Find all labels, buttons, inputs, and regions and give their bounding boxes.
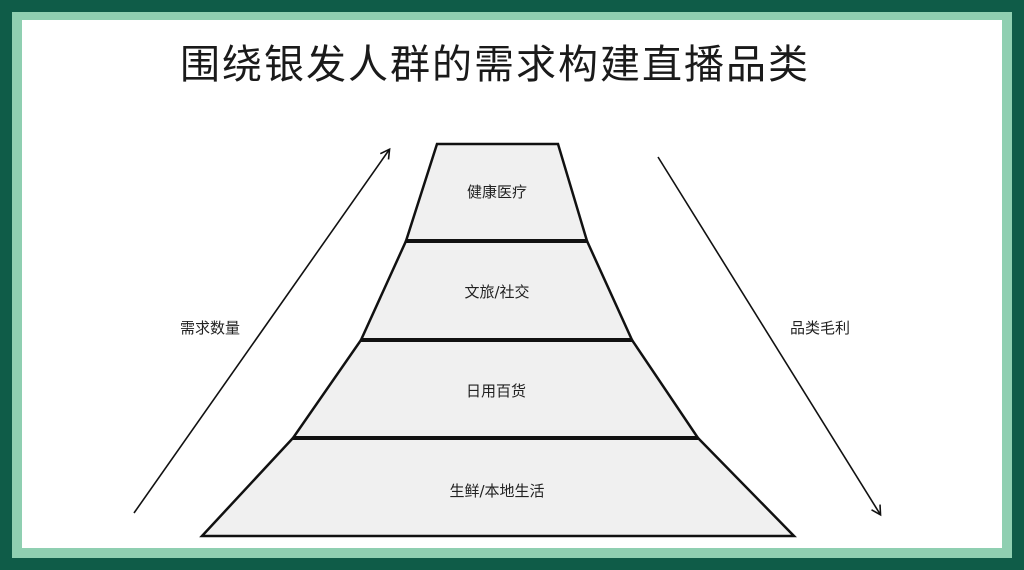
pyramid-label-3: 日用百货 [466,382,526,400]
right-arrow-down-icon [657,156,882,517]
pyramid-label-4: 生鲜/本地生活 [449,482,544,500]
right-arrow-label: 品类毛利 [790,319,850,337]
pyramid-label-2: 文旅/社交 [464,283,529,301]
pyramid-label-1: 健康医疗 [467,183,527,201]
left-arrow-label: 需求数量 [180,319,240,337]
left-arrow-up-icon [133,147,391,514]
slide-title: 围绕银发人群的需求构建直播品类 [180,42,810,88]
